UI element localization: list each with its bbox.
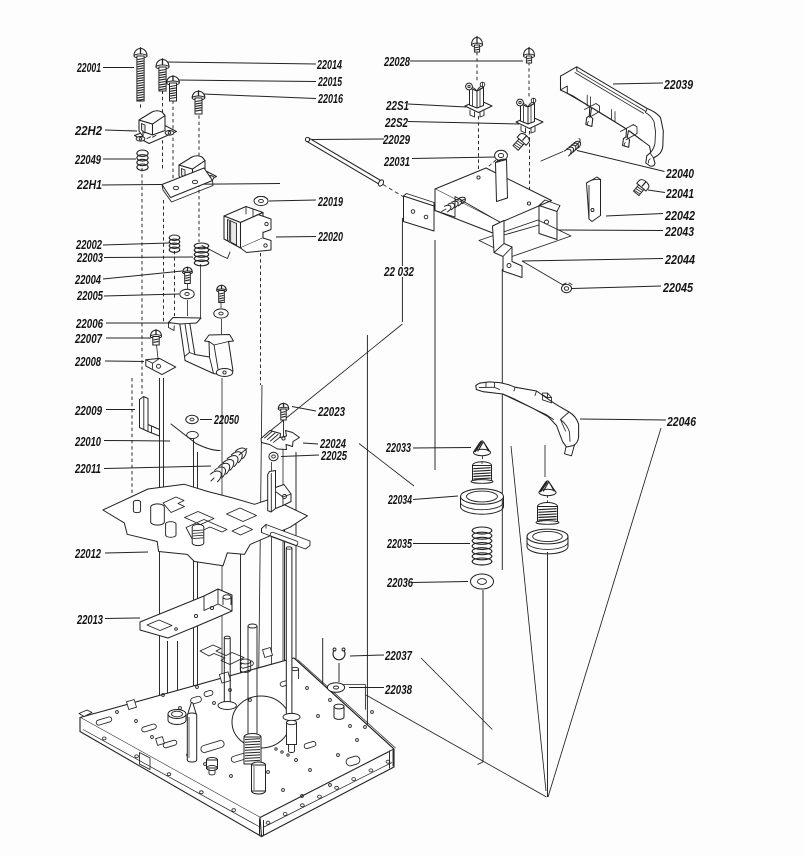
svg-text:22009: 22009: [74, 404, 102, 418]
svg-text:22049: 22049: [74, 153, 101, 167]
svg-text:22040: 22040: [665, 167, 694, 181]
svg-text:22011: 22011: [74, 462, 101, 476]
svg-text:22043: 22043: [664, 225, 694, 239]
svg-text:22025: 22025: [320, 449, 348, 463]
svg-text:22007: 22007: [74, 332, 103, 346]
svg-text:22016: 22016: [317, 92, 343, 106]
svg-text:22023: 22023: [317, 405, 345, 419]
svg-text:22035: 22035: [386, 537, 412, 551]
svg-text:22045: 22045: [662, 281, 694, 295]
svg-text:22S2: 22S2: [384, 116, 408, 130]
svg-text:22015: 22015: [317, 75, 342, 89]
svg-text:22037: 22037: [384, 649, 413, 663]
svg-text:22042: 22042: [664, 209, 695, 223]
svg-text:22020: 22020: [317, 230, 343, 244]
svg-text:22004: 22004: [74, 273, 101, 287]
svg-text:22041: 22041: [665, 187, 694, 201]
svg-text:22038: 22038: [384, 683, 412, 697]
svg-text:22001: 22001: [76, 61, 101, 75]
svg-text:22012: 22012: [74, 547, 101, 561]
svg-text:22028: 22028: [383, 55, 410, 69]
svg-text:22019: 22019: [317, 195, 343, 209]
svg-text:22031: 22031: [383, 155, 410, 169]
svg-text:22S1: 22S1: [385, 99, 409, 113]
svg-text:22029: 22029: [382, 133, 410, 147]
svg-text:22008: 22008: [74, 355, 101, 369]
svg-text:22013: 22013: [76, 613, 103, 627]
svg-text:22010: 22010: [74, 435, 101, 449]
svg-text:22003: 22003: [76, 251, 103, 265]
svg-text:22036: 22036: [386, 576, 414, 590]
svg-text:22034: 22034: [387, 493, 412, 507]
svg-text:22050: 22050: [213, 413, 239, 427]
svg-text:22 032: 22 032: [383, 265, 414, 279]
svg-text:22024: 22024: [319, 437, 346, 451]
svg-text:22044: 22044: [664, 253, 695, 267]
svg-text:22002: 22002: [75, 238, 102, 252]
svg-text:22006: 22006: [75, 317, 104, 331]
svg-text:22046: 22046: [666, 415, 697, 429]
svg-text:22H1: 22H1: [76, 178, 102, 192]
svg-text:22H2: 22H2: [74, 124, 102, 138]
svg-text:22014: 22014: [316, 58, 342, 72]
svg-text:22005: 22005: [76, 289, 104, 303]
svg-text:22033: 22033: [385, 441, 411, 455]
svg-text:22039: 22039: [663, 78, 693, 92]
